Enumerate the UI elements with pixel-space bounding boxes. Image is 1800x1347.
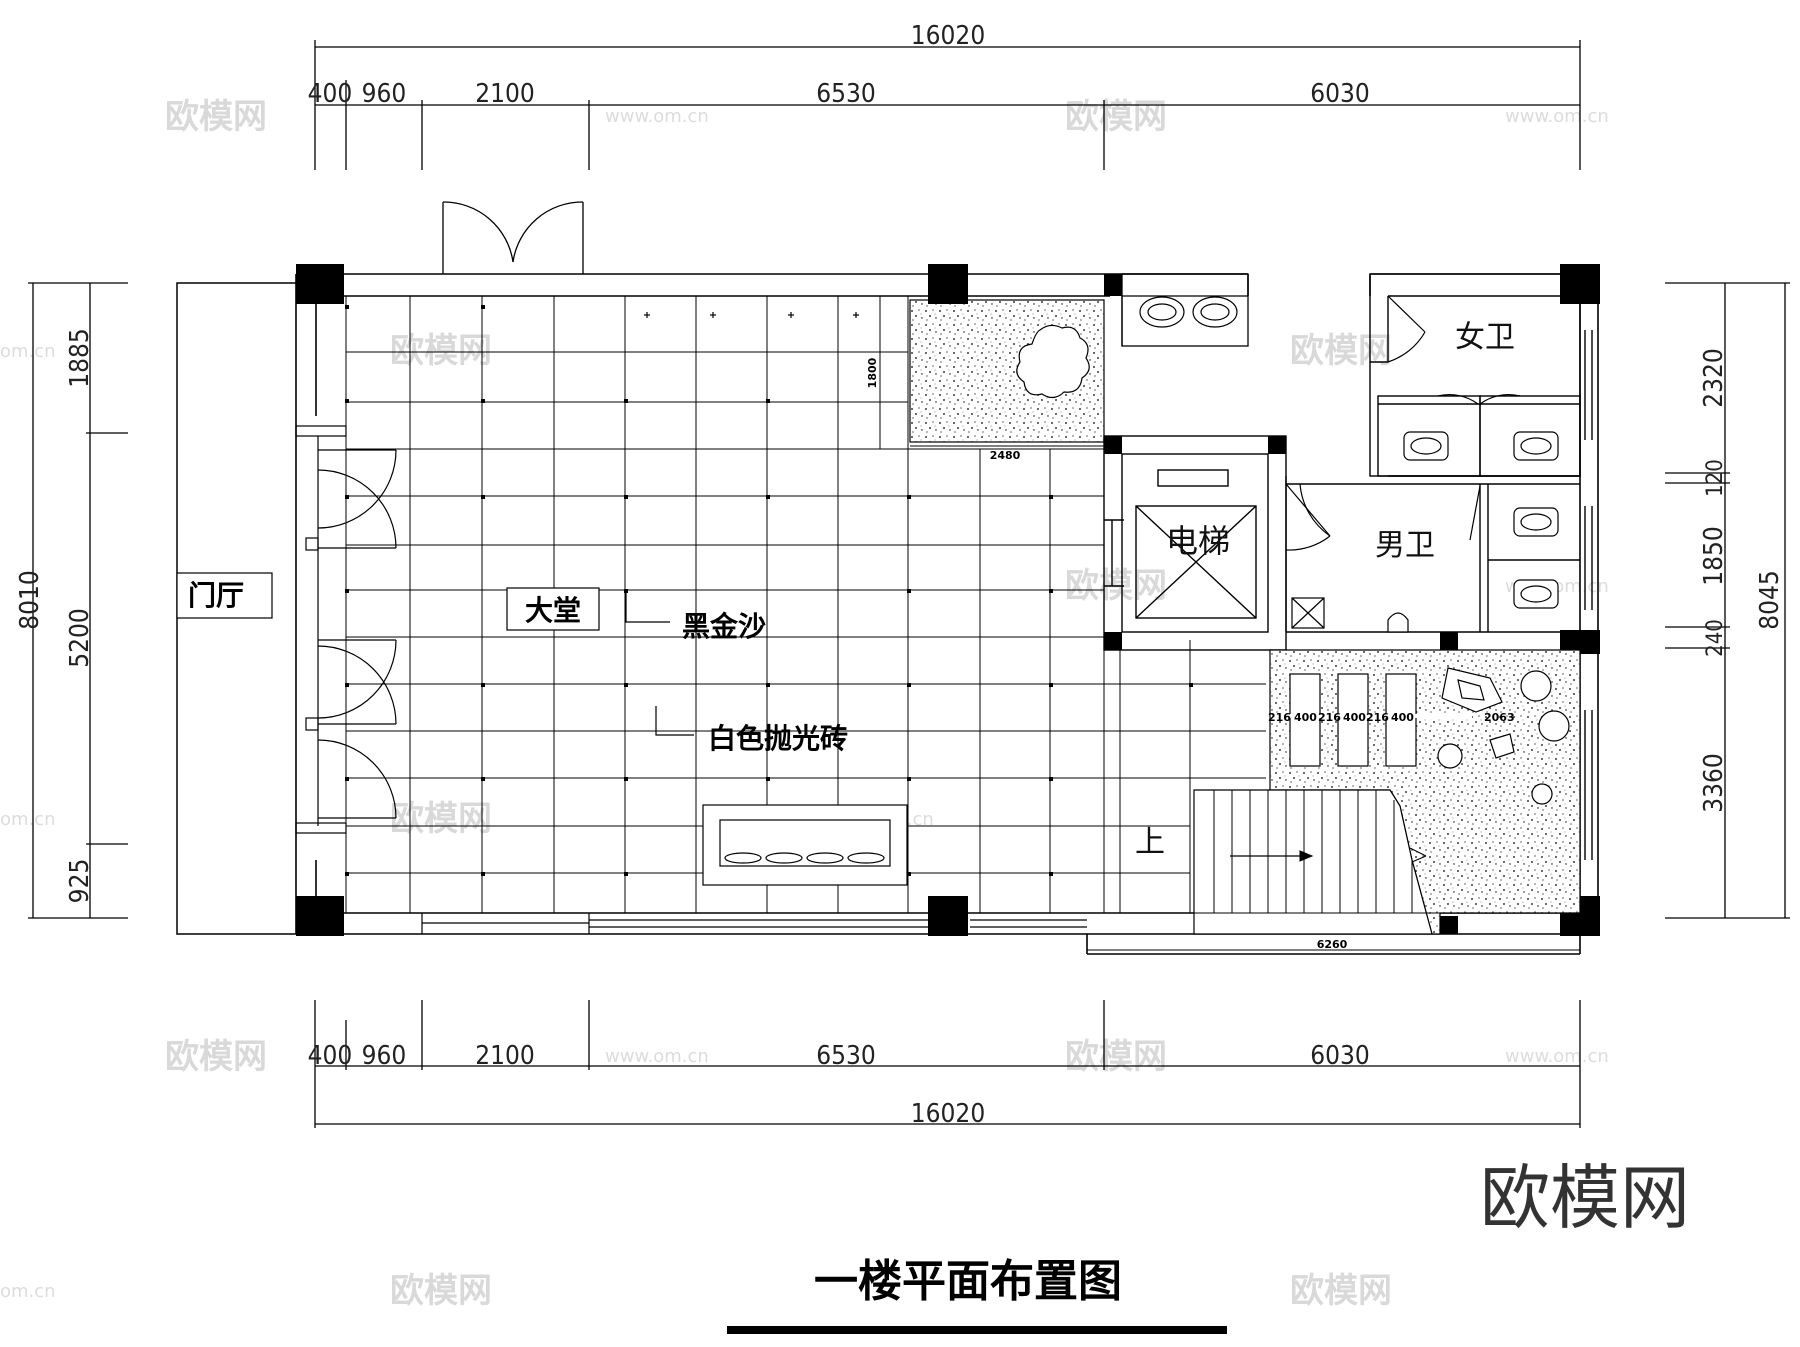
dim-stall: 216 — [1268, 711, 1291, 724]
dim-left-seg: 925 — [65, 859, 95, 904]
sink-icon — [1139, 296, 1185, 328]
watermark-url: www.om.cn — [605, 106, 709, 127]
watermark-brand: 欧模网 — [390, 331, 492, 371]
dim-bottom-seg: 2100 — [475, 1041, 535, 1071]
left-glass-doors[interactable] — [295, 425, 397, 834]
womens-wc-label: 女卫 — [1455, 320, 1515, 355]
dim-top-seg: 960 — [362, 79, 407, 109]
left-dimensions — [28, 282, 128, 919]
dim-bottom-seg: 400 — [308, 1041, 353, 1071]
dim-right-seg: 240 — [1703, 619, 1728, 657]
mens-wc-label: 男卫 — [1375, 528, 1435, 563]
sofa — [702, 804, 908, 886]
title-underline — [727, 1326, 1227, 1334]
site-logo: 欧模网 — [1480, 1157, 1690, 1239]
dim-top-total: 16020 — [911, 21, 985, 51]
watermark-brand: 欧模网 — [1065, 97, 1167, 137]
tile-inserts — [345, 305, 1193, 876]
watermark-fragment: om.cn — [0, 341, 56, 362]
watermark-url: www.om.cn — [605, 1046, 709, 1067]
dim-right-seg: 1850 — [1699, 526, 1729, 586]
wc-walls — [1285, 273, 1593, 860]
dim-right-total: 8045 — [1755, 570, 1785, 630]
staircase — [1193, 789, 1433, 935]
label-white-polished-tile: 白色抛光砖 — [708, 722, 848, 755]
tree-icon — [1016, 324, 1090, 399]
dim-top-seg: 2100 — [475, 79, 535, 109]
watermark-fragment: om.cn — [0, 809, 56, 830]
toilet-icon — [1513, 579, 1559, 609]
dim-top-seg: 6530 — [816, 79, 876, 109]
watermark-brand: 欧模网 — [165, 1037, 267, 1077]
wash-area — [1121, 273, 1249, 347]
watermark-brand: 欧模网 — [390, 799, 492, 839]
watermark-fragment: om.cn — [0, 1281, 56, 1302]
lounge-chairs — [1272, 667, 1570, 805]
dim-right-seg: 120 — [1703, 459, 1728, 497]
watermark-url: www.om.cn — [1505, 1046, 1609, 1067]
mop-sink-icon — [1291, 597, 1325, 629]
foyer-label: 门厅 — [188, 579, 244, 612]
dim-stall: 216 — [1318, 711, 1341, 724]
dim-bottom-seg: 6030 — [1310, 1041, 1370, 1071]
dim-stall: 400 — [1343, 711, 1366, 724]
urinal-icon — [1387, 612, 1409, 633]
toilet-icon — [1513, 431, 1559, 461]
dim-bottom-seg: 6530 — [816, 1041, 876, 1071]
dim-left-seg: 5200 — [65, 608, 95, 668]
sink-icon — [1192, 296, 1238, 328]
drawing-title: 一楼平面布置图 — [814, 1256, 1122, 1307]
lobby-label-box — [506, 587, 600, 631]
lobby-label: 大堂 — [525, 594, 581, 627]
bottom-dimensions — [314, 1000, 1581, 1128]
dim-left-seg: 1885 — [65, 328, 95, 388]
toilet-icon — [1513, 507, 1559, 537]
label-black-gold-sand: 黑金沙 — [682, 610, 766, 643]
foyer-label-box — [176, 572, 273, 619]
bottom-window — [421, 913, 1087, 934]
dim-1800: 1800 — [866, 357, 879, 388]
dim-6260: 6260 — [1317, 938, 1348, 951]
dim-stall: 400 — [1391, 711, 1414, 724]
dim-bottom-total: 16020 — [911, 1099, 985, 1129]
elevator-label: 电梯 — [1166, 522, 1230, 560]
top-dimensions — [314, 40, 1581, 170]
stair-up-label: 上 — [1135, 825, 1165, 860]
dim-top-seg: 6030 — [1310, 79, 1370, 109]
dim-bottom-seg: 960 — [362, 1041, 407, 1071]
watermark-url: www.om.cn — [1505, 106, 1609, 127]
watermark-layer: 欧模网 www.om.cn 欧模网 www.om.cn om.cn 欧模网 欧模… — [0, 97, 1609, 1311]
wc-door[interactable] — [1285, 295, 1521, 551]
dim-stall: 216 — [1366, 711, 1389, 724]
entrance-double-door[interactable] — [442, 201, 584, 274]
top-tile-marks — [644, 312, 859, 318]
dim-2480: 2480 — [990, 449, 1021, 462]
watermark-brand: 欧模网 — [1065, 1037, 1167, 1077]
dim-left-total: 8010 — [15, 570, 45, 630]
structural-columns — [296, 264, 1600, 936]
dim-stall: 400 — [1294, 711, 1317, 724]
dim-right-seg: 3360 — [1699, 753, 1729, 813]
watermark-brand: 欧模网 — [165, 97, 267, 137]
watermark-brand: 欧模网 — [390, 1271, 492, 1311]
dim-right-seg: 2320 — [1699, 348, 1729, 408]
dim-2063: 2063 — [1484, 711, 1515, 724]
toilet-icon — [1403, 431, 1449, 461]
right-dimensions — [1665, 282, 1790, 919]
watermark-brand: 欧模网 — [1290, 331, 1392, 371]
watermark-brand: 欧模网 — [1290, 1271, 1392, 1311]
dim-top-seg: 400 — [308, 79, 353, 109]
